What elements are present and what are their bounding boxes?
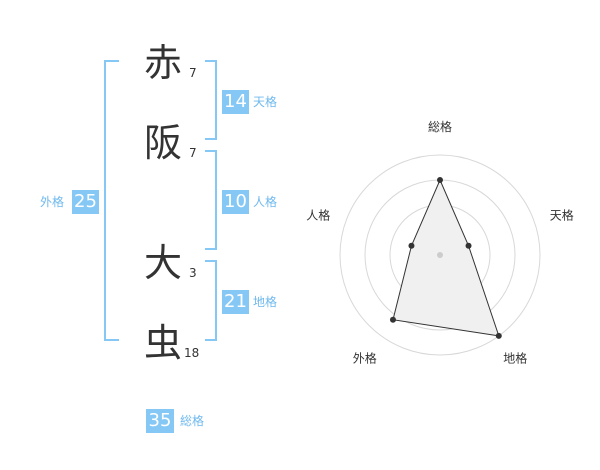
chikaku-bracket (205, 260, 217, 341)
tenkaku-label: 天格 (253, 95, 278, 109)
radar-point (389, 316, 396, 323)
gaikaku-bracket (104, 60, 119, 341)
name-char-1: 赤 (144, 41, 183, 85)
radar-point (437, 177, 443, 183)
chikaku-label: 地格 (253, 295, 278, 309)
name-char-2: 阪 (144, 121, 183, 165)
radar-polygon (392, 178, 500, 337)
gaikaku-value: 25 (72, 190, 99, 214)
tenkaku-bracket (205, 60, 217, 140)
radar-point (495, 332, 502, 339)
chikaku-value: 21 (222, 290, 249, 314)
stroke-count-3: 3 (189, 266, 197, 280)
stroke-count-4: 18 (184, 346, 200, 360)
gaikaku-label: 外格 (40, 195, 65, 209)
jinkaku-value: 10 (222, 190, 249, 214)
name-char-3: 大 (144, 241, 183, 285)
radar-ring (339, 154, 541, 356)
jinkaku-bracket (205, 150, 217, 250)
stroke-count-2: 7 (189, 146, 197, 160)
tenkaku-value: 14 (222, 90, 249, 114)
radar-center (437, 252, 443, 258)
radar-axis-label: 地格 (503, 351, 527, 366)
jinkaku-label: 人格 (253, 195, 278, 209)
radar-point (465, 242, 472, 249)
radar-point (408, 242, 415, 249)
stroke-count-1: 7 (189, 66, 197, 80)
soukaku-label: 総格 (180, 414, 205, 428)
radar-axis-label: 総格 (428, 119, 452, 134)
radar-axis-label: 人格 (306, 207, 330, 222)
radar-axis-label: 天格 (550, 207, 574, 222)
radar-axis-label: 外格 (353, 351, 377, 366)
name-char-4: 虫 (144, 321, 183, 365)
soukaku-value: 35 (146, 409, 174, 433)
